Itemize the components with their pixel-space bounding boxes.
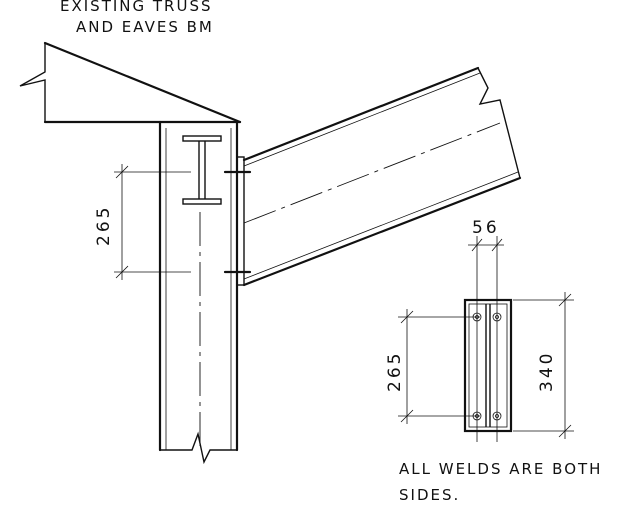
plate-detail (463, 236, 513, 442)
existing-truss (19, 41, 242, 124)
break-line-rafter (477, 67, 521, 179)
dimension-plate-width (468, 238, 504, 252)
break-line-truss (19, 43, 46, 122)
dimension-plate-width-label: 56 (472, 218, 500, 238)
dimension-plate-bolt-spacing (398, 309, 480, 424)
dimension-plate-height-label: 340 (537, 351, 557, 392)
eaves-beam-section (182, 135, 222, 205)
break-line-column (160, 431, 237, 465)
weld-note-line2: SIDES. (399, 486, 460, 504)
end-plate (223, 156, 252, 286)
dimension-elevation-label: 265 (94, 205, 114, 246)
weld-note-line1: ALL WELDS ARE BOTH (399, 460, 602, 478)
label-eaves-beam: AND EAVES BM (76, 18, 214, 36)
rafter (242, 66, 522, 287)
label-existing-truss: EXISTING TRUSS (60, 0, 213, 15)
dimension-elevation (114, 164, 191, 280)
dimension-plate-height (513, 292, 574, 439)
dimension-plate-bolt-spacing-label: 265 (385, 351, 405, 392)
rafter-centerline (243, 122, 501, 224)
